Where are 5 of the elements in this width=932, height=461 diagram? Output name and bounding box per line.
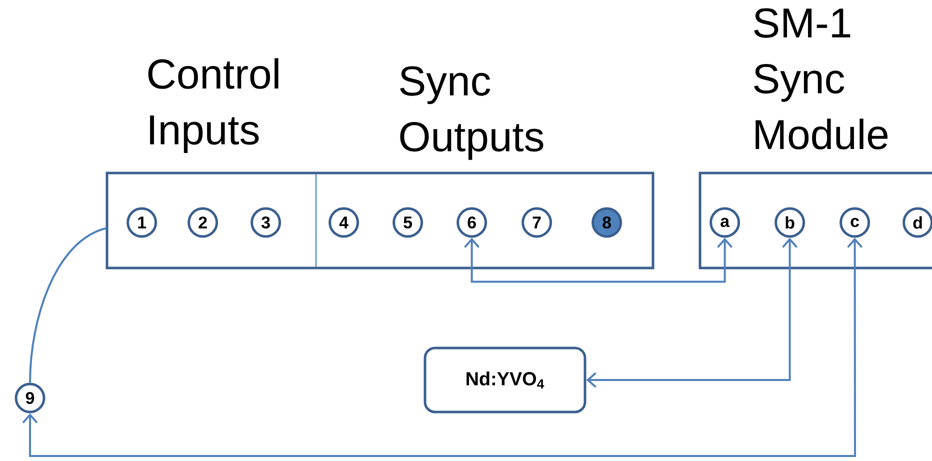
connector-arrow [464,238,733,283]
laser-box: Nd:YVO$_{4}$ [424,346,586,414]
connector-arrow [586,238,798,388]
connector-arrow [22,238,863,457]
node-label: SM-1 Sync Module [754,8,888,150]
